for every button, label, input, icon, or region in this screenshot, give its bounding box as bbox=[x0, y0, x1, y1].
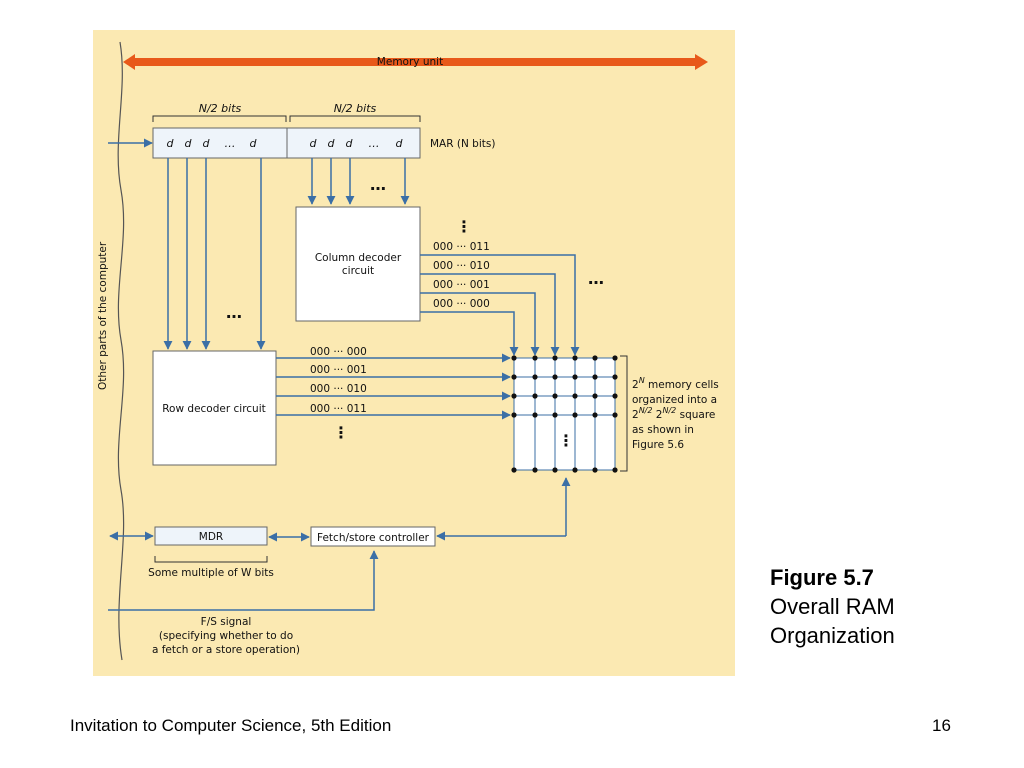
row-output-label: 000 ··· 000 bbox=[310, 346, 367, 358]
memory-cell-dot bbox=[572, 374, 578, 380]
memory-cell-dot bbox=[511, 393, 517, 399]
svg-text:2N memory cells: 2N memory cells bbox=[632, 376, 719, 391]
column-decoder-label-line1: Column decoder bbox=[315, 252, 402, 264]
memory-cell-dot bbox=[552, 374, 558, 380]
memory-cell-dot bbox=[572, 412, 578, 418]
vertical-ellipsis: ⋮ bbox=[333, 423, 349, 442]
svg-text:2N/2 2N/2 square: 2N/2 2N/2 square bbox=[632, 406, 715, 421]
memory-cell-dot bbox=[511, 374, 517, 380]
svg-text:a fetch or a store operation): a fetch or a store operation) bbox=[152, 644, 300, 656]
column-output-label: 000 ··· 010 bbox=[433, 260, 490, 272]
mdr-width-label: Some multiple of W bits bbox=[148, 567, 274, 579]
memory-cell-dot bbox=[532, 467, 538, 473]
footer-book-title: Invitation to Computer Science, 5th Edit… bbox=[70, 716, 392, 735]
n2-bits-bracket-right: N/2 bits bbox=[289, 102, 421, 122]
fs-signal-label: F/S signal (specifying whether to do a f… bbox=[152, 616, 300, 656]
memory-cell-dot bbox=[552, 393, 558, 399]
column-decoder-box: Column decoder circuit bbox=[295, 206, 421, 322]
memory-cell-dot bbox=[572, 355, 578, 361]
column-decoder-outputs: ⋮ 000 ··· 011 000 ··· 010 000 ··· 001 00… bbox=[420, 217, 604, 356]
mar-cell: d bbox=[203, 137, 211, 150]
memory-cell-dot bbox=[612, 467, 618, 473]
side-label: Other parts of the computer bbox=[97, 241, 109, 390]
memory-unit-label: Memory unit bbox=[377, 56, 443, 68]
row-output-label: 000 ··· 010 bbox=[310, 383, 367, 395]
memory-cells-note: 2N memory cells organized into a 2N/2 2N… bbox=[632, 376, 719, 451]
memory-cell-dot bbox=[592, 467, 598, 473]
n2-bits-bracket-left: N/2 bits bbox=[152, 102, 287, 122]
column-output-label: 000 ··· 001 bbox=[433, 279, 490, 291]
mar-cell: d bbox=[167, 137, 175, 150]
row-decoder-label: Row decoder circuit bbox=[162, 403, 266, 415]
mdr-width-bracket bbox=[154, 556, 268, 563]
fetch-store-label: Fetch/store controller bbox=[317, 532, 430, 544]
svg-text:Figure 5.6: Figure 5.6 bbox=[632, 439, 684, 451]
mar-register: d d d … d d d d … d bbox=[152, 127, 421, 159]
column-output-label: 000 ··· 011 bbox=[433, 241, 490, 253]
column-decoder-label-line2: circuit bbox=[342, 265, 374, 277]
memory-cell-dot bbox=[511, 467, 517, 473]
svg-text:organized into a: organized into a bbox=[632, 394, 717, 406]
ellipsis: … bbox=[370, 175, 386, 194]
fetch-store-controller: Fetch/store controller bbox=[310, 526, 436, 547]
memory-unit-arrow: Memory unit bbox=[123, 54, 708, 70]
n2-bits-left-label: N/2 bits bbox=[199, 102, 242, 115]
memory-cell-dot bbox=[532, 374, 538, 380]
memory-cell-dot bbox=[592, 412, 598, 418]
memory-cell-dot bbox=[552, 467, 558, 473]
memory-cells-bracket bbox=[620, 355, 628, 472]
memory-cell-dot bbox=[612, 355, 618, 361]
memory-cell-dot bbox=[511, 355, 517, 361]
memory-cell-dot bbox=[612, 374, 618, 380]
row-decoder-outputs: 000 ··· 000 000 ··· 001 000 ··· 010 000 … bbox=[276, 346, 511, 442]
figure-title-line1: Overall RAM bbox=[770, 594, 895, 619]
memory-cell-dot bbox=[552, 355, 558, 361]
mar-cell: d bbox=[310, 137, 318, 150]
memory-cell-dot bbox=[572, 393, 578, 399]
svg-text:(specifying whether to do: (specifying whether to do bbox=[159, 630, 293, 642]
mdr-register: MDR bbox=[154, 526, 268, 546]
memory-cell-dot bbox=[552, 412, 558, 418]
memory-cell-dot bbox=[592, 355, 598, 361]
mar-cell: … bbox=[369, 137, 380, 150]
mar-to-row-decoder-arrows bbox=[163, 158, 266, 350]
fs-signal-line bbox=[108, 550, 379, 611]
mar-cell: d bbox=[346, 137, 354, 150]
mar-cell: d bbox=[185, 137, 193, 150]
ellipsis: … bbox=[588, 269, 604, 288]
mar-cell: … bbox=[225, 137, 236, 150]
vertical-ellipsis: ⋮ bbox=[558, 431, 574, 450]
figure-caption: Figure 5.7 Overall RAM Organization bbox=[770, 563, 895, 650]
mar-cell: d bbox=[250, 137, 258, 150]
memory-cell-dot bbox=[592, 393, 598, 399]
vertical-ellipsis: ⋮ bbox=[456, 217, 472, 236]
svg-text:as shown in: as shown in bbox=[632, 424, 694, 436]
mdr-label: MDR bbox=[199, 531, 223, 543]
memory-cell-dot bbox=[572, 467, 578, 473]
row-decoder-box: Row decoder circuit bbox=[152, 350, 277, 466]
mar-cell: d bbox=[396, 137, 404, 150]
memory-cell-dot bbox=[532, 393, 538, 399]
ellipsis: … bbox=[226, 303, 242, 322]
mar-label: MAR (N bits) bbox=[430, 138, 495, 150]
column-output-label: 000 ··· 000 bbox=[433, 298, 490, 310]
figure-title-line2: Organization bbox=[770, 623, 895, 648]
mar-to-column-decoder-arrows bbox=[307, 158, 410, 205]
memory-cell-dot bbox=[532, 355, 538, 361]
memory-cell-dot bbox=[612, 412, 618, 418]
memory-cell-dot bbox=[592, 374, 598, 380]
memory-cell-grid: ⋮ bbox=[511, 355, 618, 473]
n2-bits-right-label: N/2 bits bbox=[334, 102, 377, 115]
mar-cell: d bbox=[328, 137, 336, 150]
row-output-label: 000 ··· 001 bbox=[310, 364, 367, 376]
row-output-label: 000 ··· 011 bbox=[310, 403, 367, 415]
memory-cell-dot bbox=[532, 412, 538, 418]
boundary-wave bbox=[117, 41, 125, 661]
figure-number: Figure 5.7 bbox=[770, 565, 874, 590]
page-number: 16 bbox=[932, 716, 951, 735]
memory-cell-dot bbox=[612, 393, 618, 399]
memory-cell-dot bbox=[511, 412, 517, 418]
svg-text:F/S signal: F/S signal bbox=[201, 616, 252, 628]
